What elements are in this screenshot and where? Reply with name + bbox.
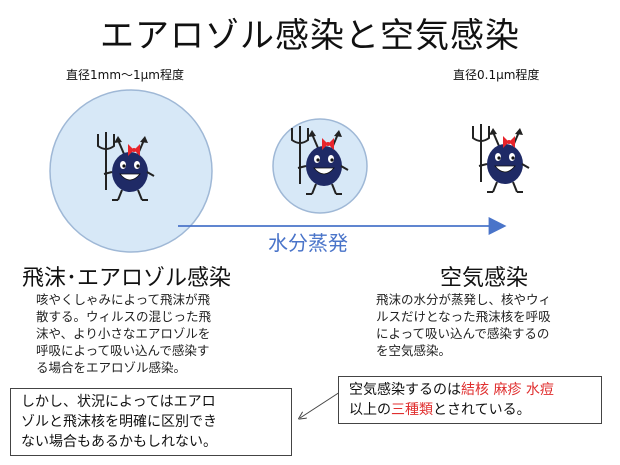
evaporation-label: 水分蒸発 [268,231,348,255]
size-label-small: 直径0.1μm程度 [453,68,540,82]
airborne-description: 飛沫の水分が蒸発し、核やウィ ルスだけとなった飛沫核を呼吸 によって吸い込んで感… [376,292,552,358]
three-types: 三種類 [391,402,433,418]
size-label-large: 直径1mm～1μm程度 [66,68,184,82]
page-title: エアロゾル感染と空気感染 [100,16,520,56]
pointer-line [300,391,341,418]
note-box: しかし、状況によってはエアロ ゾルと飛沫核を明確に区別でき ない場合もあるかもし… [10,388,292,456]
disease-list: 結核 麻疹 水痘 [461,382,554,398]
aerosol-description: 咳やくしゃみによって飛沫が飛 散する。ウィルスの混じった飛 沫や、より小さなエア… [36,292,212,375]
aerosol-heading: 飛沫･エアロゾル感染 [22,266,232,291]
highlight-box: 空気感染するのは結核 麻疹 水痘 以上の三種類とされている。 [338,376,602,424]
virus-character-nucleus [472,123,530,193]
airborne-heading: 空気感染 [440,266,529,291]
